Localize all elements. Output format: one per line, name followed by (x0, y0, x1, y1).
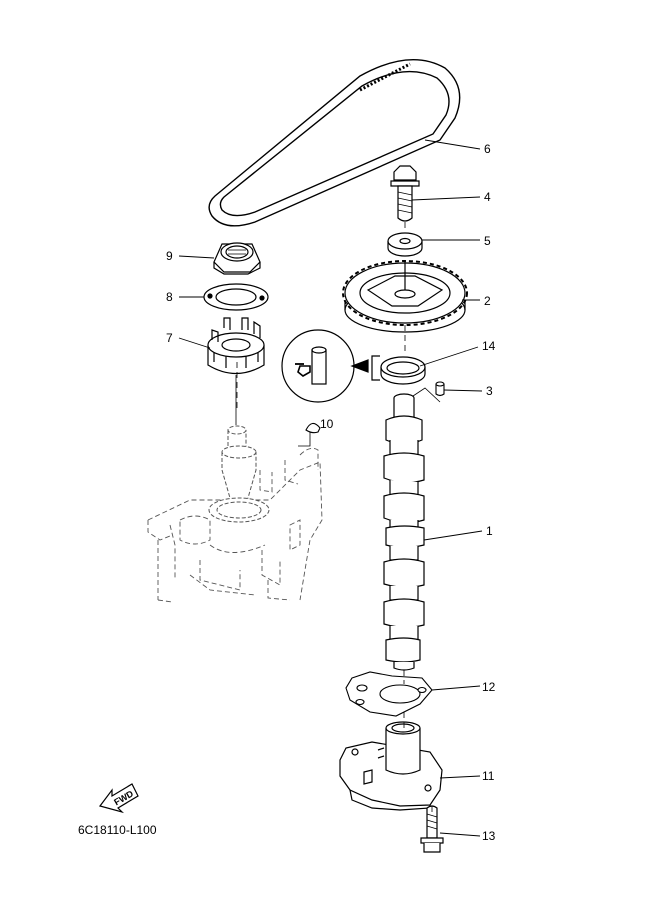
washer (387, 232, 423, 257)
forward-arrow-icon: FWD (98, 783, 139, 814)
callout-14: 14 (482, 339, 496, 353)
callout-4: 4 (484, 190, 491, 204)
gasket (345, 671, 433, 717)
bolt-top (390, 165, 420, 222)
callout-7: 7 (166, 331, 173, 345)
oil-pump (339, 721, 443, 811)
timing-belt (208, 58, 461, 227)
bolt-bottom (420, 805, 444, 853)
callout-8: 8 (166, 290, 173, 304)
callout-6: 6 (484, 142, 491, 156)
engine-block (147, 447, 323, 603)
dowel-pin (435, 381, 445, 397)
callout-9: 9 (166, 249, 173, 263)
camshaft-pulley (342, 260, 468, 333)
nut (213, 242, 261, 275)
callout-1: 1 (486, 524, 493, 538)
crankshaft-pulley (207, 317, 265, 375)
callout-5: 5 (484, 234, 491, 248)
oil-seal-detail (281, 329, 380, 403)
callout-labels: 6 4 5 2 14 3 1 12 11 13 10 9 8 7 (166, 142, 496, 843)
callout-13: 13 (482, 829, 496, 843)
pin-leader (409, 387, 441, 403)
assembly-centerlines (236, 222, 433, 812)
callout-12: 12 (482, 680, 496, 694)
callout-10: 10 (320, 417, 334, 431)
oil-seal (380, 356, 426, 385)
woodruff-key (305, 422, 321, 434)
callout-leaders (178, 139, 483, 837)
crankshaft (208, 425, 270, 523)
callout-11: 11 (482, 769, 495, 783)
camshaft (383, 393, 425, 671)
key-leader (298, 432, 311, 447)
drawing-code: 6C18110-L100 (78, 823, 157, 837)
callout-3: 3 (486, 384, 493, 398)
callout-2: 2 (484, 294, 491, 308)
plate (203, 283, 269, 311)
